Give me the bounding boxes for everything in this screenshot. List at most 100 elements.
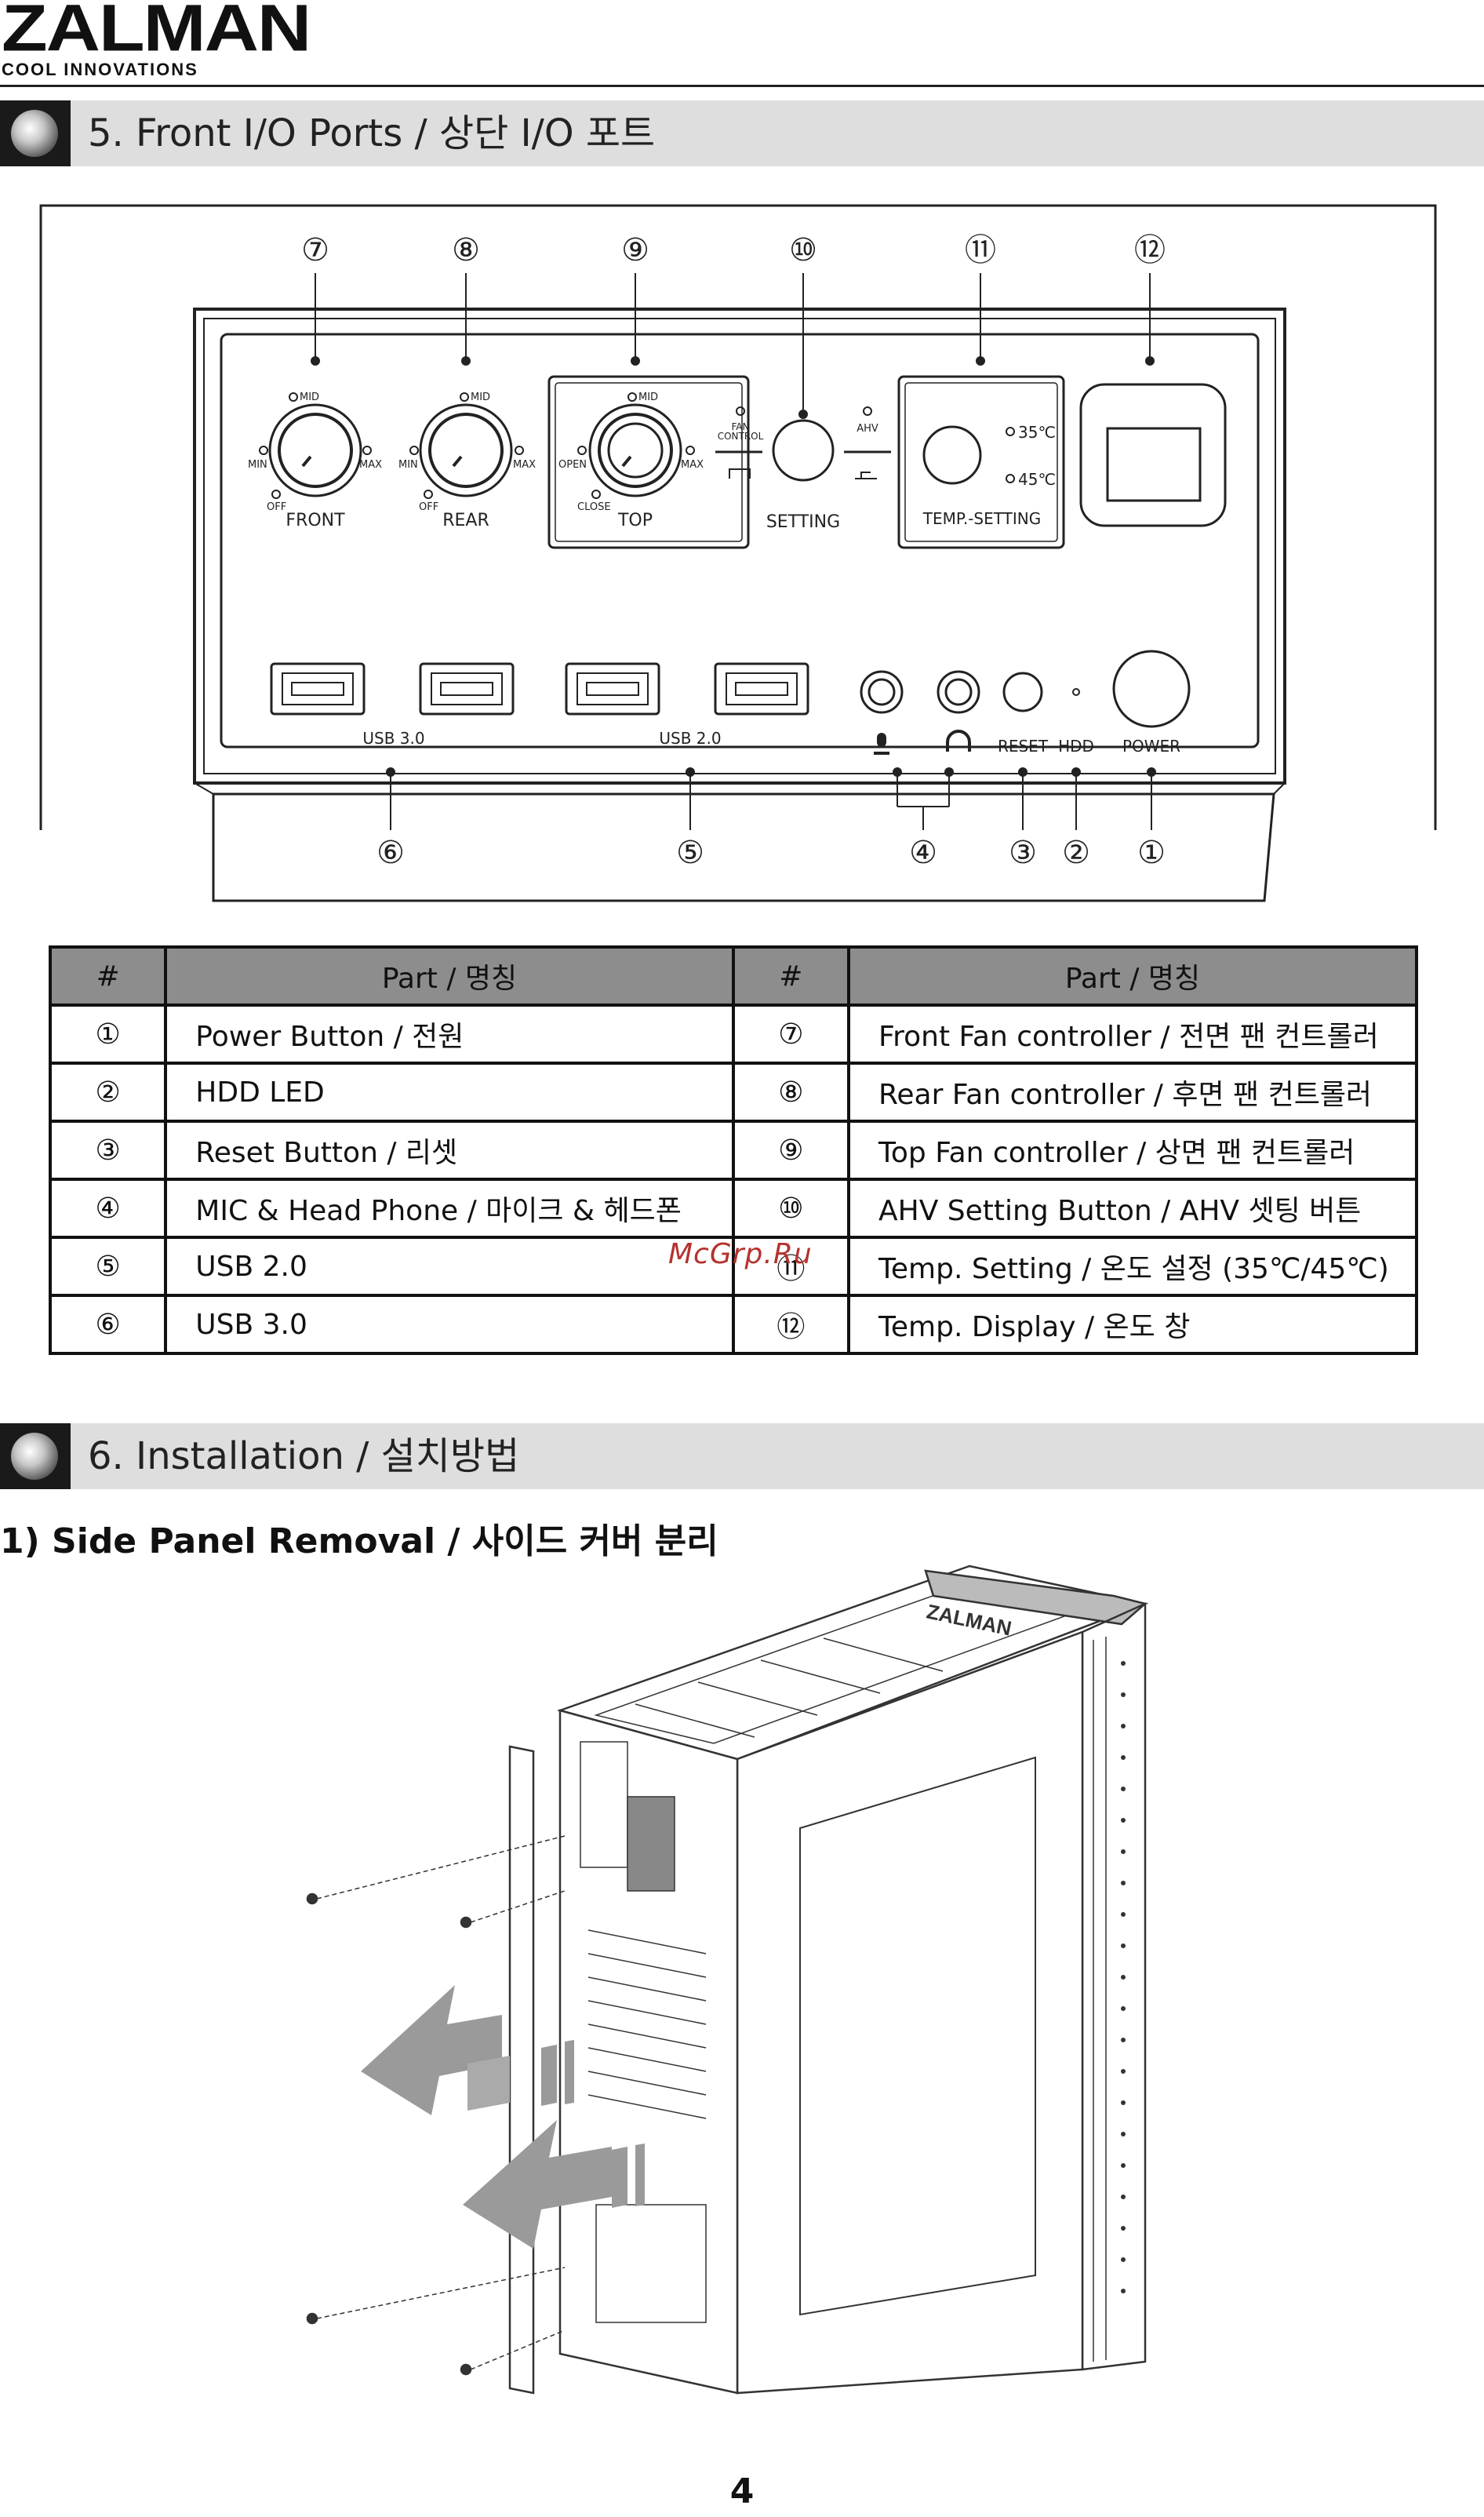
case-side-panel-illustration: ZALMAN [306,1564,1149,2395]
rear-fan-knob [409,392,524,499]
ahv-setting-button [715,406,891,482]
top-fan-knob [577,392,695,499]
part-name: HDD LED [164,1062,735,1123]
callout-4: ④ [909,835,937,871]
callout-2: ② [1062,835,1090,871]
callout-7: ⑦ [301,232,329,268]
top-knob-label: TOP [617,511,653,530]
usb20-port-1 [565,662,660,716]
column-header: # [48,945,168,1007]
case-side-panel [736,1630,1084,2395]
hdd-led [1072,688,1080,696]
part-name: Temp. Setting / 온도 설정 (35℃/45℃) [847,1236,1418,1297]
case-front-edge [1081,1602,1147,2371]
temp-45-label: 45℃ [1018,470,1056,489]
part-name: Temp. Display / 온도 창 [847,1294,1418,1355]
temp-setting-label: TEMP.-SETTING [922,509,1041,528]
column-header: Part / 명칭 [164,945,735,1007]
usb30-port-1 [270,662,366,716]
callout-3: ③ [1009,835,1037,871]
front-io-diagram: MID MIN MAX OFF FRONT MID MIN MAX OFF RE… [39,204,1437,902]
table-header-row: # Part / 명칭 # Part / 명칭 [48,945,1418,1007]
top-knob-mid: MID [638,392,658,403]
section-6-title: 6. Installation / 설치방법 [88,1434,520,1478]
front-fan-knob [259,392,372,499]
headphone-jack [937,670,980,714]
rear-knob-min: MIN [398,459,418,471]
zalman-logo: ZALMAN COOL INNOVATIONS [0,0,311,86]
temp-35-label: 35℃ [1018,423,1056,442]
front-knob-mid: MID [300,392,319,403]
microphone-icon [874,733,889,755]
part-number: ④ [48,1178,168,1239]
usb30-label: USB 3.0 [362,729,424,748]
callout-12: ⑫ [1134,232,1166,268]
rear-knob-label: REAR [442,511,489,530]
part-name: USB 3.0 [164,1294,735,1355]
setting-label: SETTING [766,512,840,532]
usb20-port-2 [714,662,809,716]
temp-setting-button [922,425,982,485]
power-button [1112,650,1191,728]
panel-bezel [193,308,1286,785]
ahv-label: AHV [857,423,878,435]
part-number: ⑨ [731,1120,851,1181]
temp-display-housing [1079,383,1227,527]
screw-icon [306,1892,472,2376]
section-5-title: 5. Front I/O Ports / 상단 I/O 포트 [88,111,656,155]
section-bullet-icon [0,1423,71,1489]
front-knob-off: OFF [267,501,286,513]
part-name: Power Button / 전원 [164,1004,735,1065]
callout-11: ⑪ [965,232,996,268]
power-label: POWER [1122,737,1180,756]
part-name: USB 2.0 [164,1236,735,1297]
parts-table: # Part / 명칭 # Part / 명칭 ① Power Button /… [48,945,1418,1355]
front-knob-min: MIN [248,459,267,471]
case-outline [39,204,1437,830]
part-number: ⑪ [731,1236,851,1297]
logo-wordmark: ZALMAN [2,0,311,65]
callout-5: ⑤ [676,835,704,871]
rear-knob-off: OFF [419,501,438,513]
top-knob-frame [547,375,750,549]
part-name: MIC & Head Phone / 마이크 & 헤드폰 [164,1178,735,1239]
table-row: ⑤ USB 2.0 ⑪ Temp. Setting / 온도 설정 (35℃/4… [48,1236,1418,1297]
part-number: ③ [48,1120,168,1181]
rear-knob-mid: MID [471,392,490,403]
section-5-header: 5. Front I/O Ports / 상단 I/O 포트 [0,100,1484,166]
top-knob-close: CLOSE [577,501,611,513]
part-name: AHV Setting Button / AHV 셋팅 버튼 [847,1178,1418,1239]
front-knob-max: MAX [359,459,382,471]
detached-side-panel [508,1745,535,2395]
panel-lower-trim [212,792,1275,902]
removal-arrow-icon [361,1985,645,2249]
callout-6: ⑥ [376,835,405,871]
watermark: McGrp.Ru [668,1238,813,1270]
part-number: ⑥ [48,1294,168,1355]
part-name: Front Fan controller / 전면 팬 컨트롤러 [847,1004,1418,1065]
part-name: Reset Button / 리셋 [164,1120,735,1181]
callout-1: ① [1137,835,1166,871]
rear-knob-max: MAX [513,459,536,471]
part-number: ⑫ [731,1294,851,1355]
usb20-label: USB 2.0 [659,729,721,748]
part-name: Top Fan controller / 상면 팬 컨트롤러 [847,1120,1418,1181]
part-number: ⑧ [731,1062,851,1123]
usb30-port-2 [419,662,515,716]
front-knob-label: FRONT [286,511,345,530]
temp-setting-frame [897,375,1065,549]
headphone-icon [946,730,971,752]
step-1-title: 1) Side Panel Removal / 사이드 커버 분리 [0,1521,718,1561]
column-header: # [731,945,851,1007]
side-panel-window [799,1756,1036,2316]
callout-10: ⑩ [789,232,817,268]
table-row: ① Power Button / 전원 ⑦ Front Fan controll… [48,1004,1418,1065]
part-number: ⑩ [731,1178,851,1239]
part-number: ⑦ [731,1004,851,1065]
header-divider [0,85,1484,87]
part-number: ① [48,1004,168,1065]
part-number: ⑤ [48,1236,168,1297]
table-row: ③ Reset Button / 리셋 ⑨ Top Fan controller… [48,1120,1418,1181]
reset-label: RESET [998,737,1049,756]
